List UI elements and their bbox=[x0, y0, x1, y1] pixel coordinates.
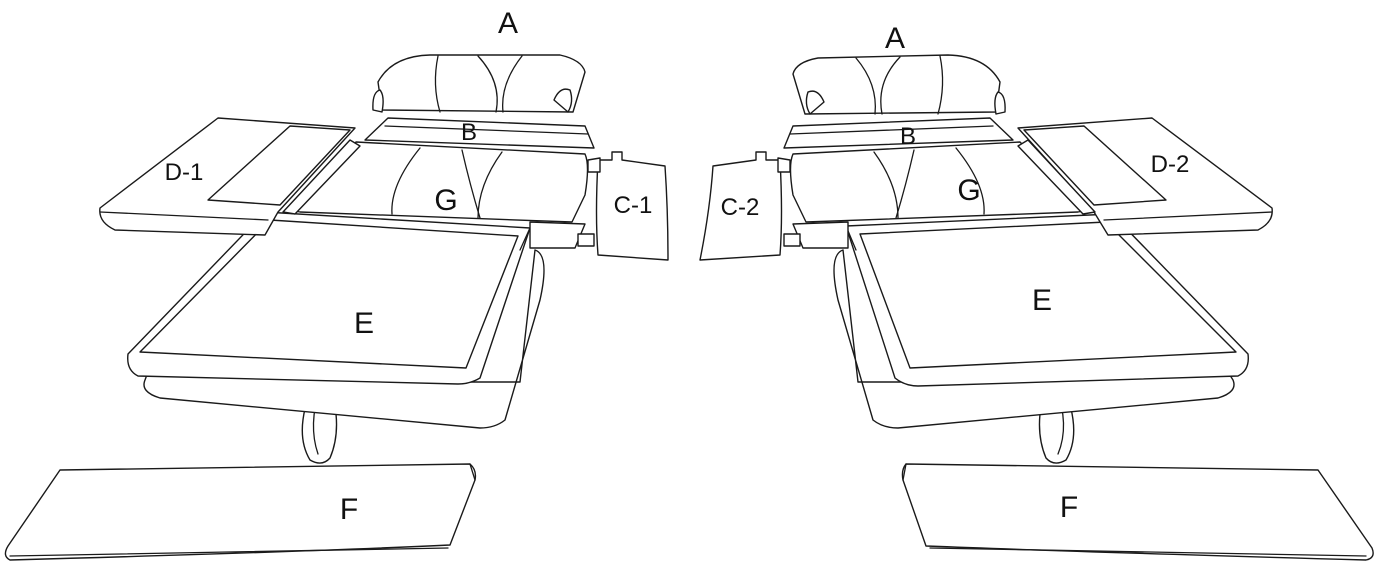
right-part-e bbox=[845, 213, 1249, 387]
right-part-d2 bbox=[1017, 117, 1273, 236]
right-label-c2: C-2 bbox=[721, 194, 760, 221]
left-label-g: G bbox=[434, 184, 457, 217]
left-part-b bbox=[364, 117, 595, 149]
left-part-f bbox=[4, 463, 477, 561]
left-label-d1: D-1 bbox=[165, 159, 204, 186]
left-part-d1 bbox=[99, 117, 356, 236]
left-part-c1 bbox=[577, 151, 669, 261]
left-label-e: E bbox=[354, 307, 374, 340]
left-label-b: B bbox=[461, 119, 477, 146]
left-part-a bbox=[372, 54, 586, 113]
right-part-f bbox=[901, 463, 1374, 561]
right-part-b bbox=[783, 117, 1014, 149]
right-label-e: E bbox=[1032, 284, 1052, 317]
left-assembly: A B D-1 G C-1 E F bbox=[4, 7, 669, 561]
right-label-d2: D-2 bbox=[1151, 151, 1190, 178]
right-assembly: A B D-2 G C-2 E F bbox=[699, 22, 1374, 561]
left-part-e bbox=[127, 211, 531, 385]
left-label-f: F bbox=[340, 493, 358, 526]
right-label-g: G bbox=[957, 174, 980, 207]
left-label-c1: C-1 bbox=[614, 192, 653, 219]
right-part-c2 bbox=[699, 151, 801, 261]
right-part-g bbox=[789, 139, 1096, 249]
right-part-a bbox=[792, 54, 1006, 115]
right-label-f: F bbox=[1060, 491, 1078, 524]
right-label-a: A bbox=[885, 22, 905, 55]
right-label-b: B bbox=[900, 123, 916, 150]
left-part-g bbox=[282, 139, 589, 249]
left-label-a: A bbox=[498, 7, 518, 40]
